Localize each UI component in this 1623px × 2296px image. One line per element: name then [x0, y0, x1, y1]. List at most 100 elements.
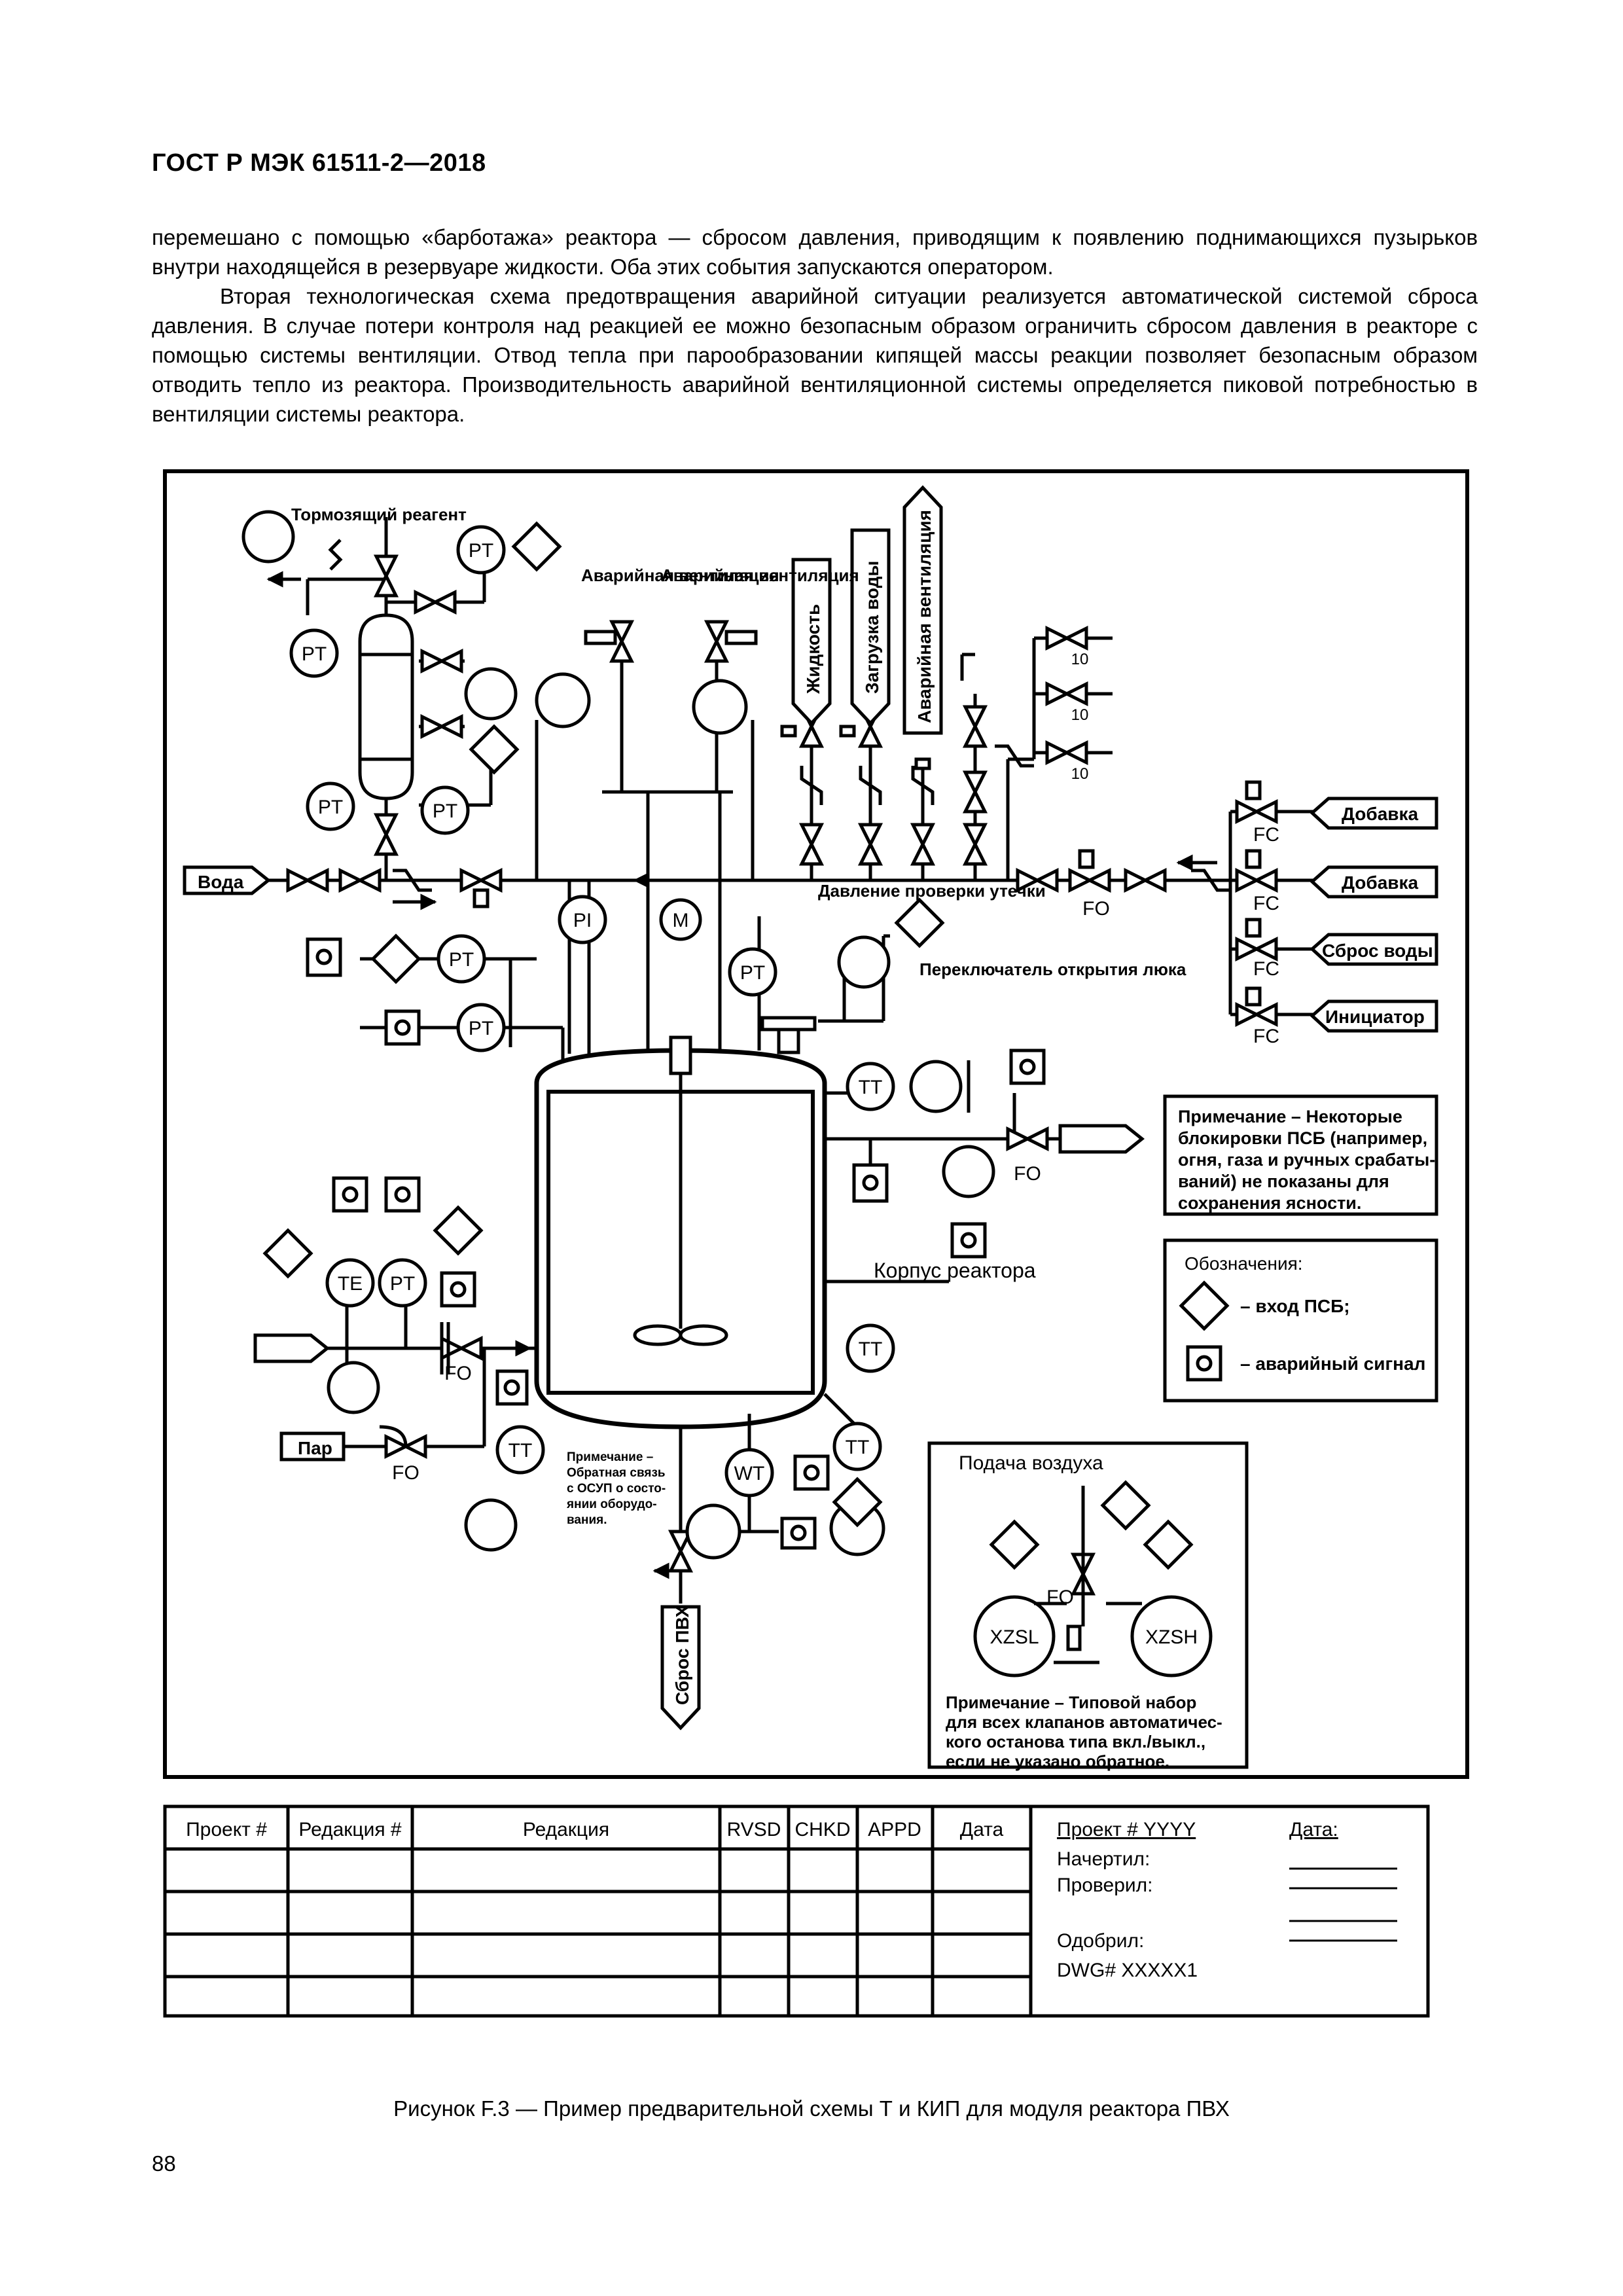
misc-fittings	[328, 539, 1262, 1664]
legend-title: Обозначения:	[1185, 1253, 1303, 1274]
note2-line: янии оборудо-	[566, 1498, 657, 1511]
tag-fc: FC	[1253, 893, 1279, 914]
inhibitor-tank	[358, 613, 414, 800]
tag-pt: PT	[449, 949, 474, 971]
tag-pt: PT	[469, 1018, 493, 1039]
paragraph-2: Вторая технологическая схема предотвраще…	[152, 284, 1478, 426]
water-load-label: Загрузка воды	[862, 561, 882, 694]
legend-sis-input: – вход ПСБ;	[1240, 1296, 1350, 1316]
tag-te: TE	[338, 1273, 363, 1295]
vent1-label: Аварийная вентиляция	[581, 565, 779, 585]
tag-pt: PT	[433, 800, 457, 822]
note2: Примечание – Обратная связь с ОСУП о сос…	[566, 1450, 666, 1527]
legend-alarm-icon	[1186, 1345, 1222, 1382]
tag-tt: TT	[508, 1440, 533, 1462]
page-number: 88	[152, 2151, 176, 2176]
legend-box	[1163, 1238, 1438, 1403]
tb-checked: Проверил:	[1057, 1874, 1153, 1896]
tag-tt: TT	[859, 1338, 883, 1360]
reactor-vessel	[534, 1035, 949, 1429]
tag-wt: WT	[734, 1463, 765, 1484]
tb-date: Дата:	[1289, 1819, 1338, 1840]
note1-box	[1163, 1094, 1438, 1216]
tag-fo: FO	[1014, 1163, 1041, 1185]
pvc-dump-label: Сброс ПВХ	[672, 1605, 692, 1705]
tag-m: M	[673, 910, 689, 931]
air-supply-label: Подача воздуха	[959, 1452, 1103, 1474]
water-dump-label: Сброс воды	[1322, 941, 1433, 961]
steam-label: Пар	[298, 1438, 332, 1458]
tag-xzsh: XZSH	[1145, 1626, 1198, 1648]
title-block	[163, 1804, 1430, 2018]
note1-line: ваний) не показаны для	[1178, 1172, 1389, 1191]
tag-pt: PT	[390, 1273, 415, 1295]
tag-pi: PI	[573, 910, 592, 931]
figure-caption: Рисунок F.3 — Пример предварительной схе…	[393, 2096, 1230, 2121]
alarm-squares	[306, 937, 1046, 1550]
valves	[286, 554, 1278, 1596]
tag-pt: PT	[740, 962, 765, 984]
initiator-label: Инициатор	[1325, 1007, 1425, 1027]
tag-ten: 10	[1071, 765, 1089, 783]
additive1-label: Добавка	[1342, 804, 1418, 824]
diagram-frame	[163, 469, 1469, 1779]
inhibitor-label: Тормозящий реагент	[291, 505, 467, 524]
note2-line: Обратная связь	[567, 1466, 666, 1480]
tag-ten: 10	[1071, 651, 1089, 668]
note1-line: блокировки ПСБ (например,	[1178, 1128, 1427, 1148]
legend-alarm-dot-icon	[1196, 1355, 1213, 1372]
document-header: ГОСТ Р МЭК 61511-2—2018	[152, 149, 486, 177]
tag-pt: PT	[318, 797, 343, 818]
tb-approved: Одобрил:	[1057, 1930, 1144, 1952]
note1-line: сохранения ясности.	[1178, 1193, 1361, 1213]
note2-line: Примечание –	[567, 1450, 653, 1464]
legend-alarm: – аварийный сигнал	[1240, 1354, 1425, 1374]
tb-header: Редакция #	[298, 1819, 402, 1840]
body-text: перемешано с помощью «барботажа» реактор…	[152, 223, 1478, 429]
legend-diamond-icon	[1179, 1280, 1230, 1331]
tag-xzsl: XZSL	[990, 1626, 1039, 1648]
check-valves	[393, 744, 1230, 892]
tag-tt: TT	[846, 1437, 870, 1458]
tb-header: Проект #	[186, 1819, 267, 1840]
note3: Примечание – Типовой набор для всех клап…	[946, 1693, 1222, 1771]
note3-line: Примечание – Типовой набор	[946, 1693, 1196, 1712]
tag-pt: PT	[469, 540, 493, 562]
tb-header: Редакция	[523, 1819, 609, 1840]
note3-line: если не указано обратное.	[946, 1751, 1169, 1771]
emergency-vent-label: Аварийная вентиляция	[914, 510, 935, 723]
water-label: Вода	[198, 872, 244, 892]
tb-header: CHKD	[794, 1819, 850, 1840]
tag-fo: FO	[1082, 898, 1110, 920]
tag-fo: FO	[444, 1363, 472, 1384]
tag-ten: 10	[1071, 706, 1089, 724]
air-supply-box	[927, 1441, 1249, 1769]
tb-project: Проект # YYYY	[1057, 1819, 1196, 1840]
note1-line: огня, газа и ручных срабаты-	[1178, 1150, 1435, 1170]
tag-fc: FC	[1253, 824, 1279, 846]
instrument-circles	[241, 510, 1213, 1677]
note1: Примечание – Некоторые блокировки ПСБ (н…	[1178, 1107, 1435, 1213]
tb-header: APPD	[868, 1819, 921, 1840]
sis-input-diamonds	[262, 521, 1194, 1570]
tag-fo: FO	[1046, 1587, 1074, 1608]
vessel-label: Корпус реактора	[874, 1259, 1036, 1282]
tag-tt: TT	[859, 1077, 883, 1098]
note3-line: кого останова типа вкл./выкл.,	[946, 1732, 1205, 1751]
liquid-label: Жидкость	[803, 604, 823, 694]
tag-fc: FC	[1253, 958, 1279, 980]
tb-dwg: DWG# XXXXX1	[1057, 1960, 1198, 1981]
hatch-switch-label: Переключатель открытия люка	[919, 960, 1186, 979]
paragraph-1: перемешано с помощью «барботажа» реактор…	[152, 225, 1478, 279]
tb-drawn: Начертил:	[1057, 1848, 1150, 1870]
tb-header: Дата	[960, 1819, 1004, 1840]
note3-line: для всех клапанов автоматичес-	[946, 1712, 1222, 1732]
tag-fc: FC	[1253, 1026, 1279, 1047]
stream-tags	[183, 485, 1438, 1731]
tag-pt: PT	[302, 643, 327, 665]
vent2-label: Аварийная вентиляция	[661, 565, 859, 585]
note2-line: с ОСУП о состо-	[567, 1482, 666, 1496]
note2-line: вания.	[567, 1513, 607, 1527]
note1-line: Примечание – Некоторые	[1178, 1107, 1402, 1126]
